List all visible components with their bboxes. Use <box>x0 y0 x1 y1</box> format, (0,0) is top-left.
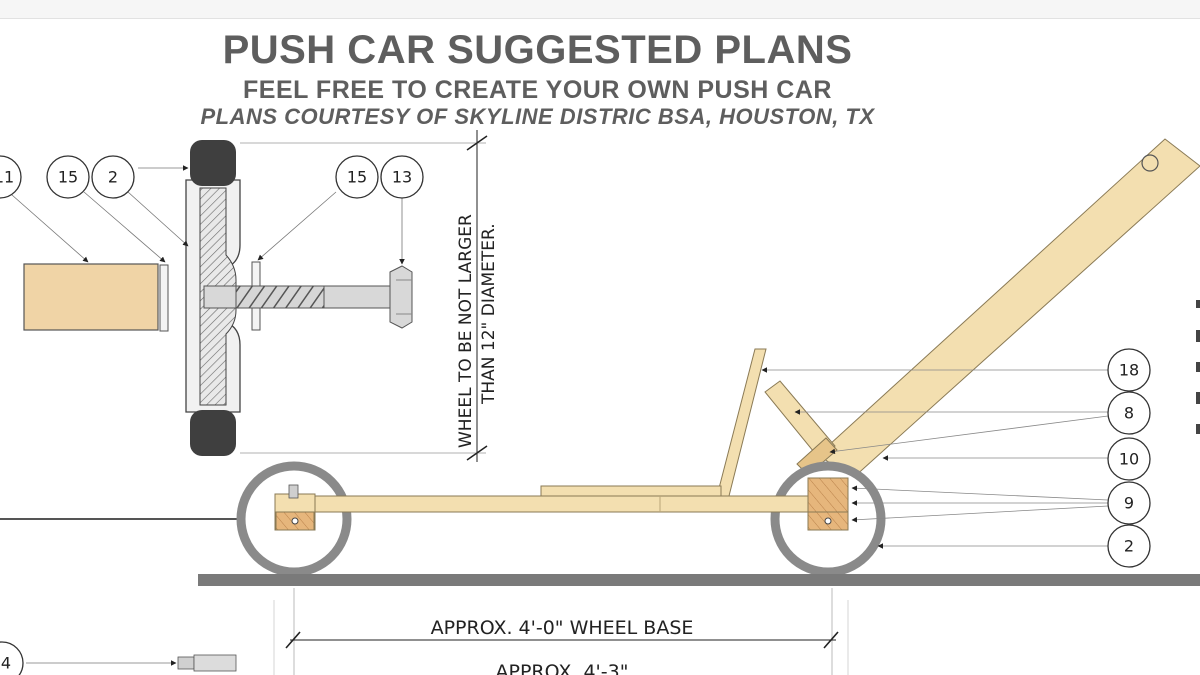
wheel-base-dimensions: APPROX. 4'-0" WHEEL BASE APPROX. 4'-3" <box>273 588 849 675</box>
seat-board <box>540 485 722 497</box>
svg-text:13: 13 <box>392 168 412 187</box>
detail-callout-partial: 11 <box>0 155 22 199</box>
svg-text:9: 9 <box>1124 494 1134 513</box>
bottom-callout-partial: 4 <box>0 641 24 675</box>
svg-text:10: 10 <box>1119 450 1139 469</box>
small-part-washer <box>177 656 195 670</box>
axle-bolt <box>288 484 299 499</box>
tire-bottom-section <box>190 410 236 456</box>
bottom-left-detail: 4 <box>0 641 237 675</box>
wheel-size-note-line2: THAN 12" DIAMETER. <box>479 223 499 405</box>
side-callout-2: 2 <box>1107 524 1151 568</box>
wheel-axle-detail: WHEEL TO BE NOT LARGER THAN 12" DIAMETER… <box>0 130 499 462</box>
front-axle-block <box>807 477 849 531</box>
tire-top-section <box>190 140 236 186</box>
overall-length-label: APPROX. 4'-3" <box>496 661 629 675</box>
ground-line <box>198 574 1200 586</box>
detail-callout-13: 13 <box>380 155 424 199</box>
svg-text:11: 11 <box>0 168 14 187</box>
frame-rail <box>274 495 844 513</box>
svg-text:4: 4 <box>1 654 11 673</box>
svg-text:2: 2 <box>1124 537 1134 556</box>
detail-callout-15-a: 15 <box>46 155 90 199</box>
washer-left <box>159 264 169 332</box>
svg-text:8: 8 <box>1124 404 1134 423</box>
svg-text:2: 2 <box>108 168 118 187</box>
detail-callout-15-b: 15 <box>335 155 379 199</box>
plan-title: PUSH CAR SUGGESTED PLANS <box>222 28 853 72</box>
svg-text:18: 18 <box>1119 361 1139 380</box>
plan-subtitle: FEEL FREE TO CREATE YOUR OWN PUSH CAR <box>243 76 832 104</box>
side-callout-18: 18 <box>1107 348 1151 392</box>
svg-text:15: 15 <box>58 168 78 187</box>
side-callout-10: 10 <box>1107 437 1151 481</box>
side-callout-9: 9 <box>1107 481 1151 525</box>
plan-credit: PLANS COURTESY OF SKYLINE DISTRIC BSA, H… <box>200 104 875 129</box>
side-callout-8: 8 <box>1107 391 1151 435</box>
seat-brace <box>764 380 836 458</box>
top-strip <box>0 0 1200 19</box>
seat-back <box>716 348 767 497</box>
side-elevation: 18 8 10 9 2 <box>0 138 1200 586</box>
svg-text:15: 15 <box>347 168 367 187</box>
wheel-size-note-line1: WHEEL TO BE NOT LARGER <box>456 214 476 448</box>
handle-bolt-hole <box>1141 154 1159 172</box>
small-part-bolt <box>193 654 237 672</box>
wheel-base-label: APPROX. 4'-0" WHEEL BASE <box>431 617 694 639</box>
right-edge-cropped-text <box>1196 300 1200 434</box>
bolt-thread <box>235 285 325 309</box>
bolt-head <box>389 265 413 329</box>
axle-block <box>23 263 159 331</box>
detail-callout-2: 2 <box>91 155 135 199</box>
